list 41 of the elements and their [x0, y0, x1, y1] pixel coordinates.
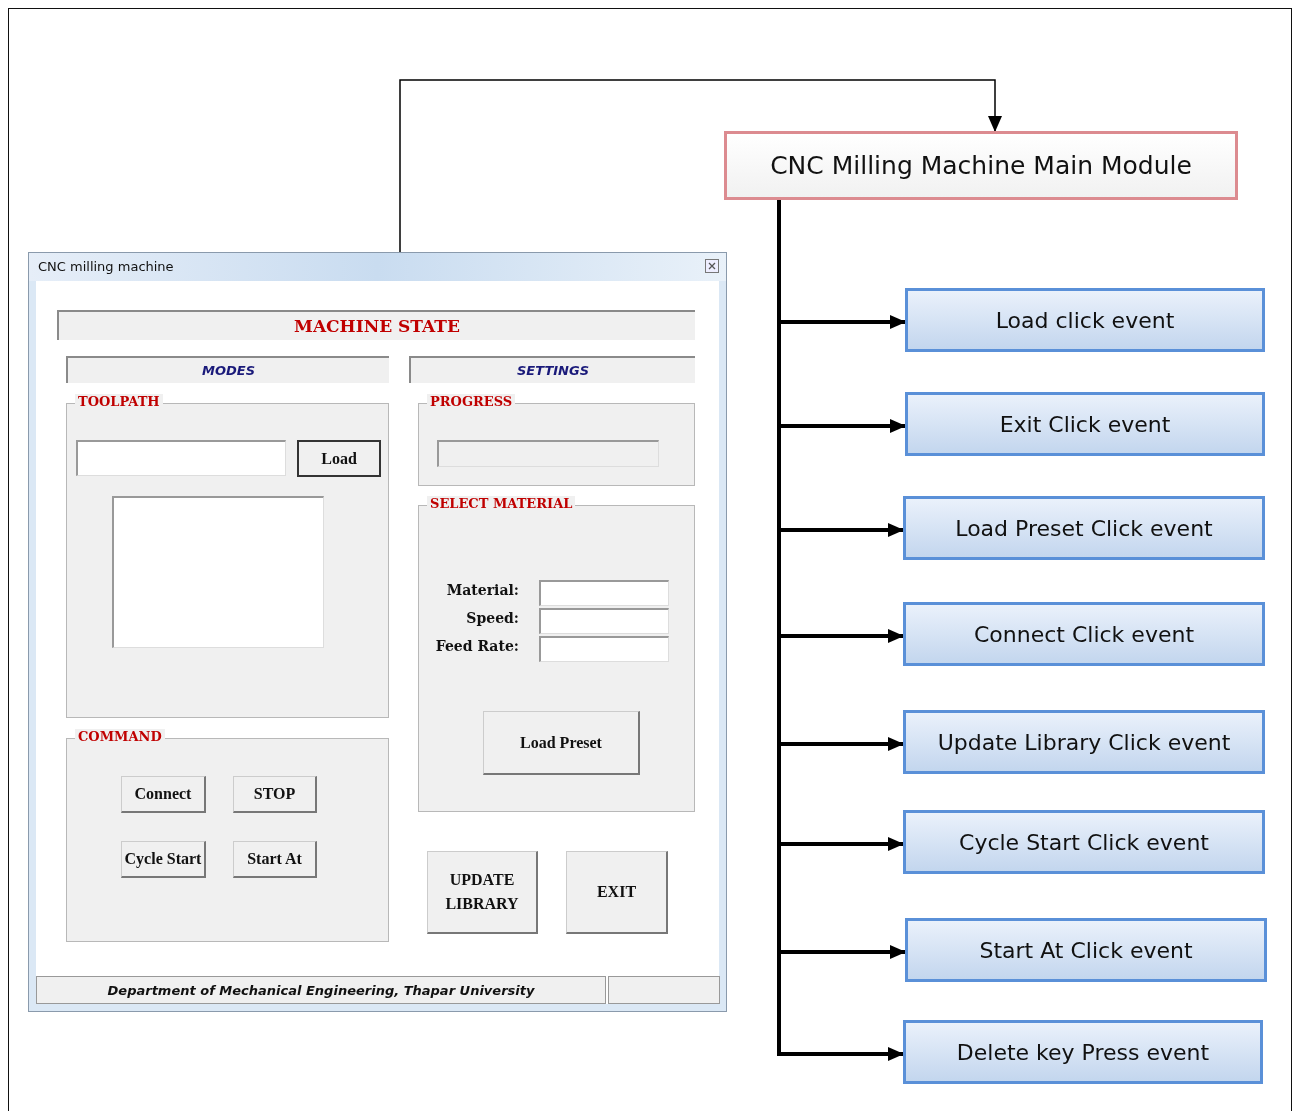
list-box [112, 496, 324, 648]
event-box: Load click event [905, 288, 1265, 352]
group-title: PROGRESS [427, 394, 516, 409]
push-button: UPDATE LIBRARY [427, 851, 538, 934]
event-box: Start At Click event [905, 918, 1267, 982]
event-box: Update Library Click event [903, 710, 1265, 774]
push-button: EXIT [566, 851, 668, 934]
field-label: Speed: [465, 610, 519, 626]
header-bar [57, 310, 695, 340]
input-field [539, 608, 669, 634]
event-box: Cycle Start Click event [903, 810, 1265, 874]
push-button: Start At [233, 841, 317, 878]
event-box: Exit Click event [905, 392, 1265, 456]
input-field [76, 440, 286, 476]
progress-bar [437, 440, 659, 467]
push-button: Load Preset [483, 711, 640, 775]
panel-title: MACHINE STATE [294, 316, 460, 336]
event-box: Delete key Press event [903, 1020, 1263, 1084]
app-window [28, 252, 727, 1012]
module-box: CNC Milling Machine Main Module [724, 131, 1238, 200]
event-box: Load Preset Click event [903, 496, 1265, 560]
status-bar: Department of Mechanical Engineering, Thapar University [36, 976, 606, 1004]
section-title: MODES [202, 363, 255, 378]
section-header [66, 356, 389, 383]
push-button: Cycle Start [121, 841, 206, 878]
input-field [539, 636, 669, 662]
section-header [409, 356, 695, 383]
push-button: Load [297, 440, 381, 477]
push-button: STOP [233, 776, 317, 813]
group-title: SELECT MATERIAL [427, 496, 576, 511]
section-title: SETTINGS [517, 363, 589, 378]
event-box: Connect Click event [903, 602, 1265, 666]
group-title: TOOLPATH [75, 394, 163, 409]
window-title: CNC milling machine [38, 259, 174, 274]
push-button: Connect [121, 776, 206, 813]
input-field [539, 580, 669, 606]
field-label: Material: [445, 582, 519, 598]
arrow [399, 79, 1002, 253]
status-bar [608, 976, 720, 1004]
field-label: Feed Rate: [434, 638, 519, 654]
group-title: COMMAND [75, 729, 165, 744]
